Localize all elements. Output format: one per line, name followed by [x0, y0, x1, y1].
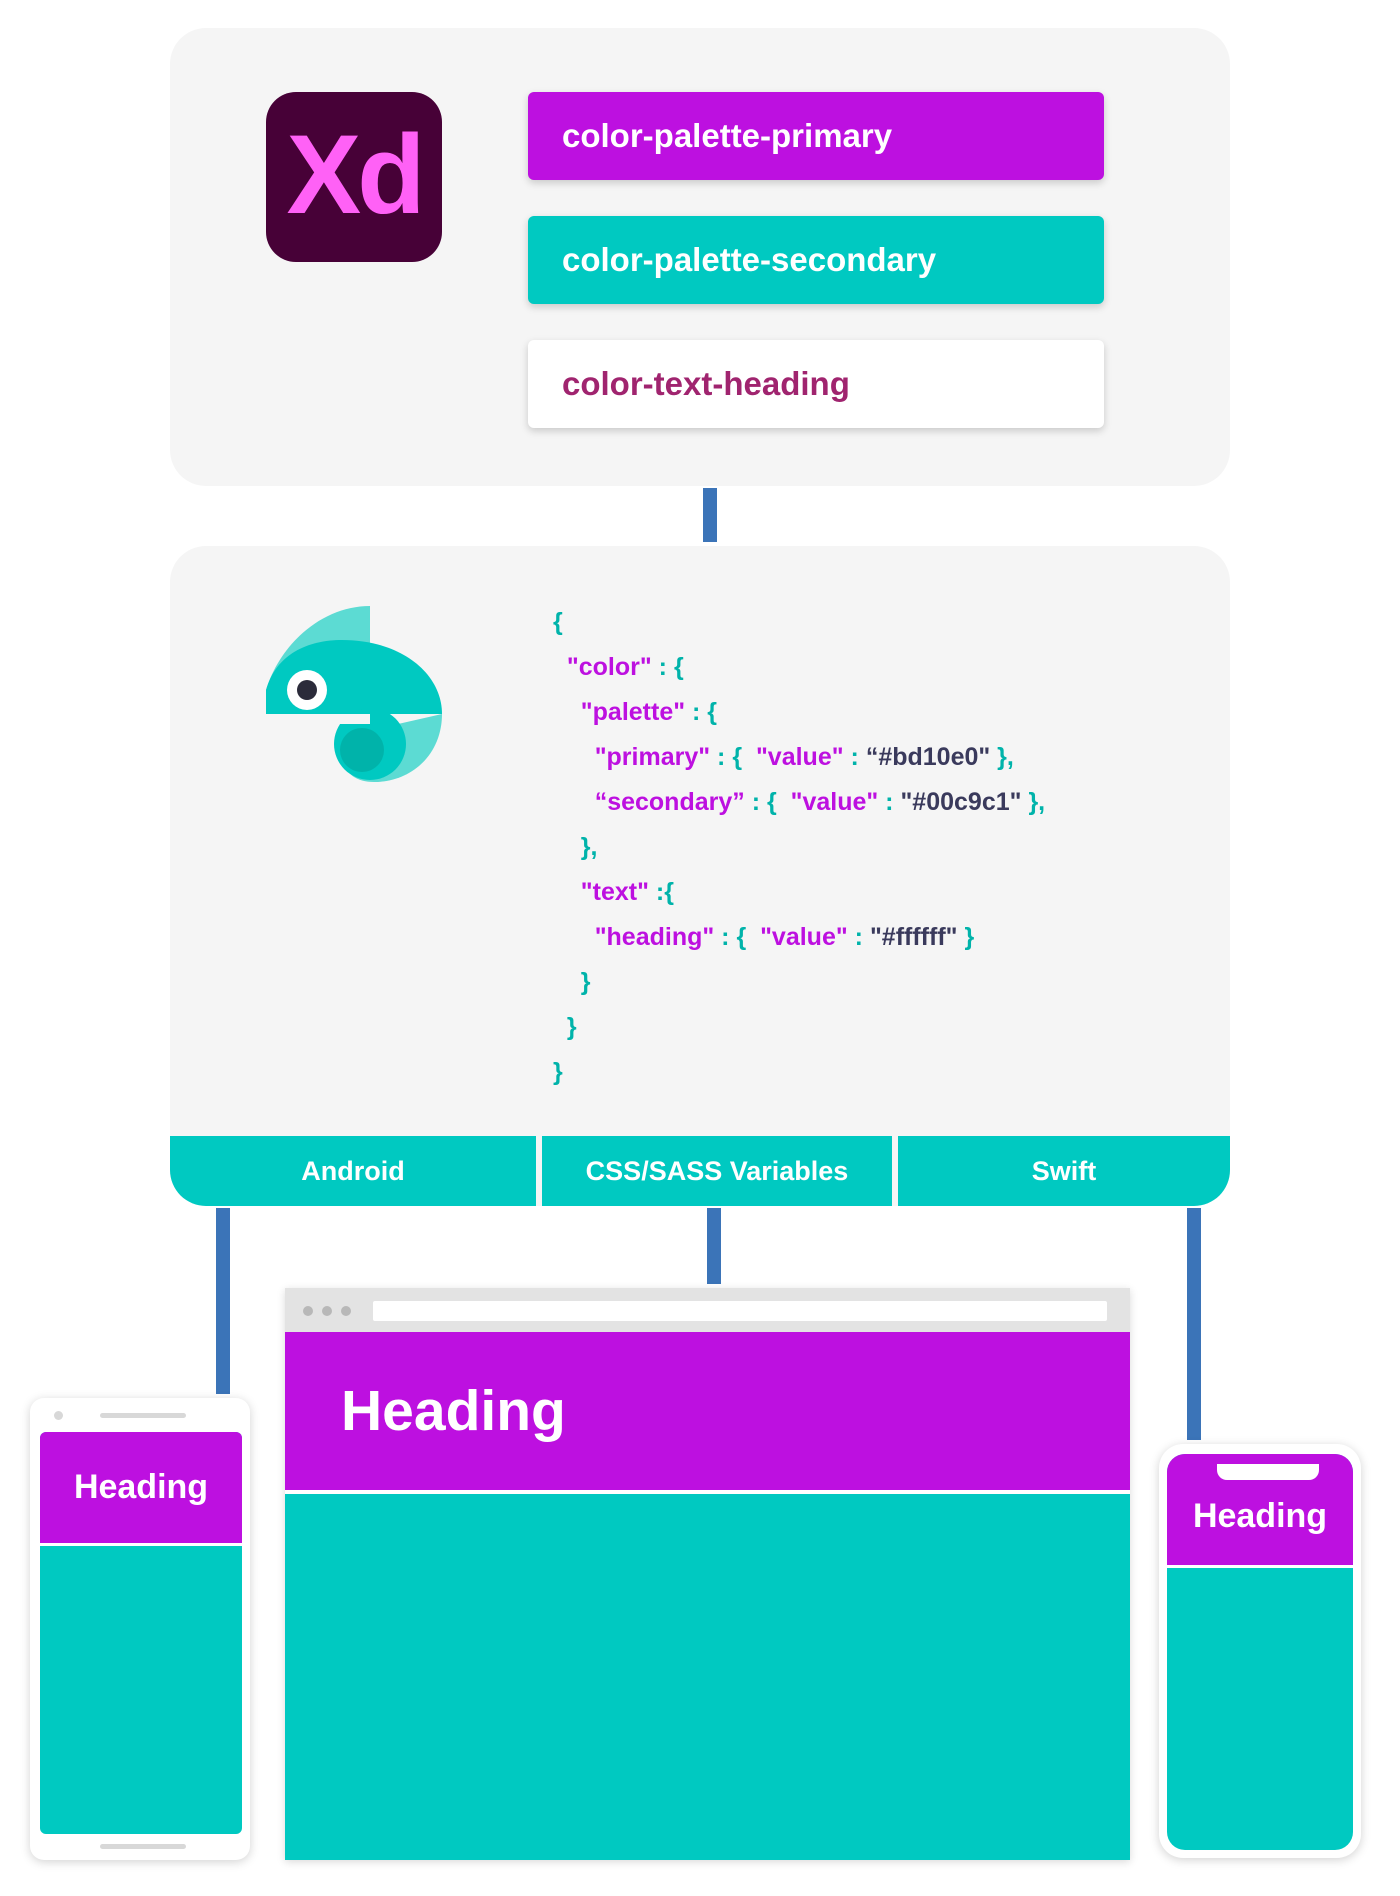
code-text: },: [1021, 788, 1046, 816]
platform-swift: Swift: [898, 1136, 1230, 1206]
address-bar: [373, 1301, 1107, 1321]
token-label: color-palette-primary: [562, 117, 893, 154]
token-label: color-palette-secondary: [562, 241, 937, 278]
platform-label: Swift: [1031, 1155, 1097, 1186]
code-value: "#00c9c1": [900, 788, 1022, 816]
window-dot-icon: [341, 1306, 351, 1316]
browser-heading: Heading: [341, 1379, 566, 1443]
code-key: "heading": [594, 923, 715, 951]
token-color-text-heading: color-text-heading: [528, 340, 1104, 428]
platform-label: CSS/SASS Variables: [585, 1155, 849, 1186]
code-text: :: [847, 923, 870, 951]
adobe-xd-logo: Xd: [266, 92, 442, 262]
token-color-palette-primary: color-palette-primary: [528, 92, 1104, 180]
connector-line: [703, 488, 717, 542]
code-value: "#ffffff": [869, 923, 958, 951]
code-text: }: [566, 1013, 577, 1041]
code-key: "text": [580, 878, 649, 906]
code-text: :: [843, 743, 866, 771]
window-dot-icon: [303, 1306, 313, 1316]
browser-mockup: Heading: [285, 1288, 1130, 1860]
android-header: Heading: [40, 1432, 242, 1546]
platform-android: Android: [170, 1136, 536, 1206]
android-heading: Heading: [73, 1468, 209, 1506]
code-text: :{: [648, 878, 674, 906]
code-text: : {: [744, 788, 791, 816]
code-text: }: [553, 1058, 563, 1086]
code-key: "primary": [594, 743, 711, 771]
platform-css-sass: CSS/SASS Variables: [542, 1136, 892, 1206]
connector-line: [1187, 1208, 1201, 1440]
code-key: "value": [790, 788, 879, 816]
connector-line: [707, 1208, 721, 1284]
code-text: : {: [685, 698, 718, 726]
android-phone: Heading: [30, 1398, 250, 1860]
code-block: { "color" : { "palette" : { "primary" : …: [553, 600, 1045, 1095]
android-screen: Heading: [40, 1432, 242, 1834]
chameleon-icon: [266, 606, 442, 782]
window-dot-icon: [322, 1306, 332, 1316]
iphone-header: Heading: [1167, 1454, 1353, 1568]
code-text: },: [990, 743, 1014, 771]
token-label: color-text-heading: [562, 365, 850, 402]
browser-header: Heading: [285, 1332, 1130, 1494]
token-color-palette-secondary: color-palette-secondary: [528, 216, 1104, 304]
code-text: }: [580, 968, 591, 996]
code-value: “#bd10e0": [865, 743, 991, 771]
code-key: "color": [566, 653, 652, 681]
code-text: }: [957, 923, 975, 951]
platform-bar: Android CSS/SASS Variables Swift: [170, 1136, 1230, 1206]
code-text: : {: [710, 743, 756, 771]
platform-label: Android: [301, 1155, 405, 1186]
camera-dot-icon: [54, 1411, 63, 1420]
code-key: “secondary”: [594, 788, 745, 816]
iphone-screen: Heading: [1167, 1454, 1353, 1850]
code-text: : {: [651, 653, 684, 681]
iphone-notch: [1217, 1464, 1319, 1480]
code-text: : {: [714, 923, 761, 951]
iphone: Heading: [1159, 1444, 1361, 1858]
iphone-heading: Heading: [1192, 1497, 1328, 1535]
code-text: },: [580, 833, 598, 861]
code-text: :: [878, 788, 901, 816]
speaker-grille: [100, 1413, 186, 1418]
xd-logo-text: Xd: [286, 112, 425, 237]
code-key: "value": [755, 743, 844, 771]
browser-toolbar: [285, 1288, 1130, 1332]
home-indicator: [100, 1844, 186, 1849]
code-key: "palette": [580, 698, 686, 726]
code-text: {: [553, 608, 563, 636]
connector-line: [216, 1208, 230, 1394]
code-key: "value": [760, 923, 848, 951]
